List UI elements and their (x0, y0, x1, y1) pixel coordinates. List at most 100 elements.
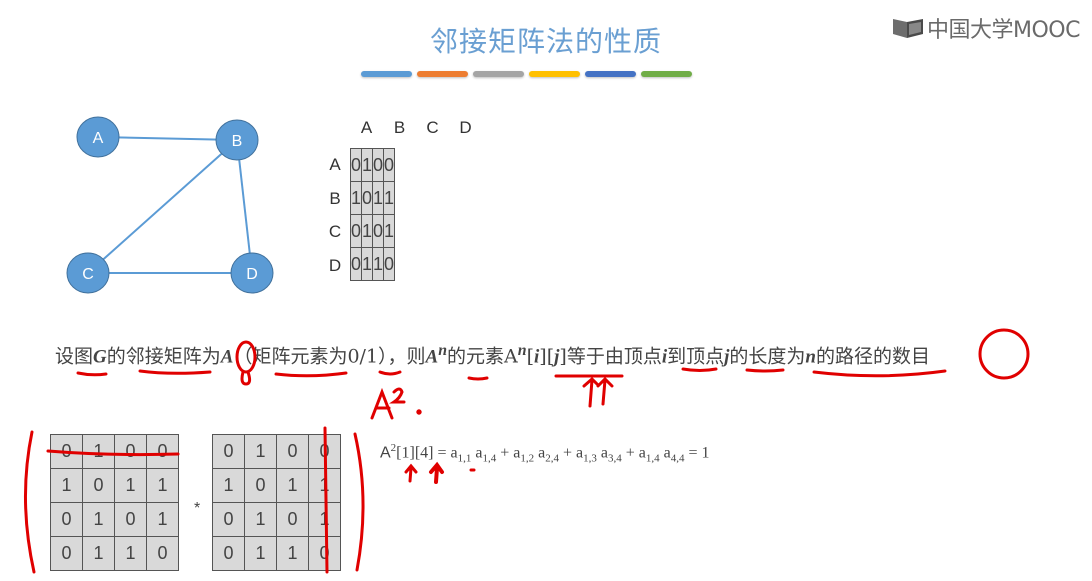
matrix-cell: 1 (372, 181, 385, 215)
row-header: A (329, 155, 341, 174)
matrix-row: 0 1 0 0 (349, 148, 396, 182)
matrix-cell: 0 (361, 181, 374, 215)
color-bar-1 (361, 71, 412, 77)
matrix-cell: 0 (50, 536, 83, 571)
slide-title: 邻接矩阵法的性质 (429, 25, 662, 58)
row-header: D (328, 255, 342, 275)
graph-node-D (230, 252, 274, 294)
matrix-row: 1 0 1 1 (349, 181, 396, 215)
text: （矩阵元素为0/1），则 (233, 345, 426, 368)
matrix-row: 0 1 0 1 (349, 214, 396, 248)
matrix-cell: 1 (82, 434, 115, 469)
matrix-cell: 0 (50, 502, 83, 537)
logo-text: 中国大学MOOC (927, 18, 1080, 43)
matrix-cell: 1 (372, 247, 385, 281)
title-color-bars (361, 71, 692, 77)
matrix-cell: 1 (361, 214, 374, 248)
var-i: i (534, 346, 540, 368)
color-bar-2 (417, 71, 468, 77)
subscript: 3,4 (607, 452, 622, 465)
col-header: C (426, 118, 439, 137)
matrix-cell: 1 (276, 468, 309, 503)
graph-node-label: B (232, 133, 243, 150)
matrix-column-headers: A B C D (350, 118, 482, 138)
matrix-cell: 0 (383, 247, 396, 281)
matrix-cell: 0 (146, 434, 179, 469)
matrix-cell: 0 (349, 247, 363, 281)
var-g: G (93, 346, 107, 368)
exp-n: n (438, 342, 448, 359)
matrix-cell: 0 (114, 434, 147, 469)
matrix-cell: 0 (276, 434, 309, 469)
graph-edge-AB (97, 136, 238, 141)
a2-formula: A2[1][4] = a1,1 a1,4 + a1,2 a2,4 + a1,3 … (380, 442, 710, 465)
mooc-logo: 中国大学MOOC (893, 12, 1080, 44)
var-n: n (805, 346, 816, 368)
text: 的邻接矩阵为 (106, 345, 221, 368)
text: [ (526, 345, 535, 368)
matrix-cell: 1 (308, 468, 341, 503)
matrix-cell: 0 (349, 214, 363, 248)
text: + (496, 444, 514, 462)
text: a (471, 444, 483, 462)
matrix-cell: 0 (349, 148, 363, 182)
matrix-cell: 1 (244, 434, 277, 469)
matrix-cell: 0 (50, 434, 83, 469)
matrix-cell: 0 (212, 434, 245, 469)
graph-node-C (66, 252, 110, 294)
matrix-cell: 1 (212, 468, 245, 503)
text: 的长度为 (729, 345, 806, 368)
var-a: A (220, 346, 234, 368)
subscript: 1,1 (457, 452, 472, 465)
text: ][ (539, 345, 555, 368)
exponent: 2 (390, 442, 397, 454)
matrix-cell: 1 (383, 214, 396, 248)
subscript: 2,4 (545, 452, 559, 465)
matrix-cell: 0 (308, 434, 341, 469)
text: 的元素A (447, 345, 518, 368)
multiply-operator: * (194, 500, 201, 517)
var-a-power: A (425, 346, 439, 368)
matrix-cell: 1 (244, 502, 277, 537)
property-statement: 设图G的邻接矩阵为A（矩阵元素为0/1），则An的元素An[i][j]等于由顶点… (55, 340, 930, 368)
graph-edge-BD (236, 139, 253, 274)
var-j: j (554, 346, 560, 368)
matrix-cell: 1 (82, 502, 115, 537)
color-bar-3 (473, 71, 524, 77)
book-logo-icon (893, 17, 925, 39)
graph-node-B (215, 119, 259, 161)
text: [1][4] = (396, 444, 451, 462)
graph-node-label: C (82, 266, 94, 283)
matrix-grid: 0 1 0 0 1 0 1 1 0 1 0 1 0 1 1 0 (349, 148, 396, 281)
exp-n: n (517, 342, 527, 359)
row-header: C (328, 222, 342, 241)
matrix-cell: 1 (82, 536, 115, 571)
text: a (534, 444, 546, 462)
col-header: B (393, 118, 406, 137)
subscript: 1,4 (482, 452, 497, 465)
matrix-row: 0 1 1 0 (349, 247, 396, 281)
graph-edge-BC (87, 139, 238, 274)
matrix-cell: 1 (361, 247, 374, 281)
matrix-cell: 1 (146, 468, 179, 503)
color-bar-5 (585, 71, 636, 77)
color-bar-4 (529, 71, 580, 77)
var-i: i (661, 346, 668, 368)
matrix-cell: 0 (114, 502, 147, 537)
matrix-cell: 1 (361, 148, 374, 182)
text: ]等于由顶点 (559, 345, 662, 368)
text: + (621, 444, 639, 462)
var-j: j (724, 346, 730, 368)
graph-node-label: A (93, 130, 104, 147)
subscript: 1,2 (520, 452, 535, 465)
matrix-cell: 0 (276, 502, 309, 537)
